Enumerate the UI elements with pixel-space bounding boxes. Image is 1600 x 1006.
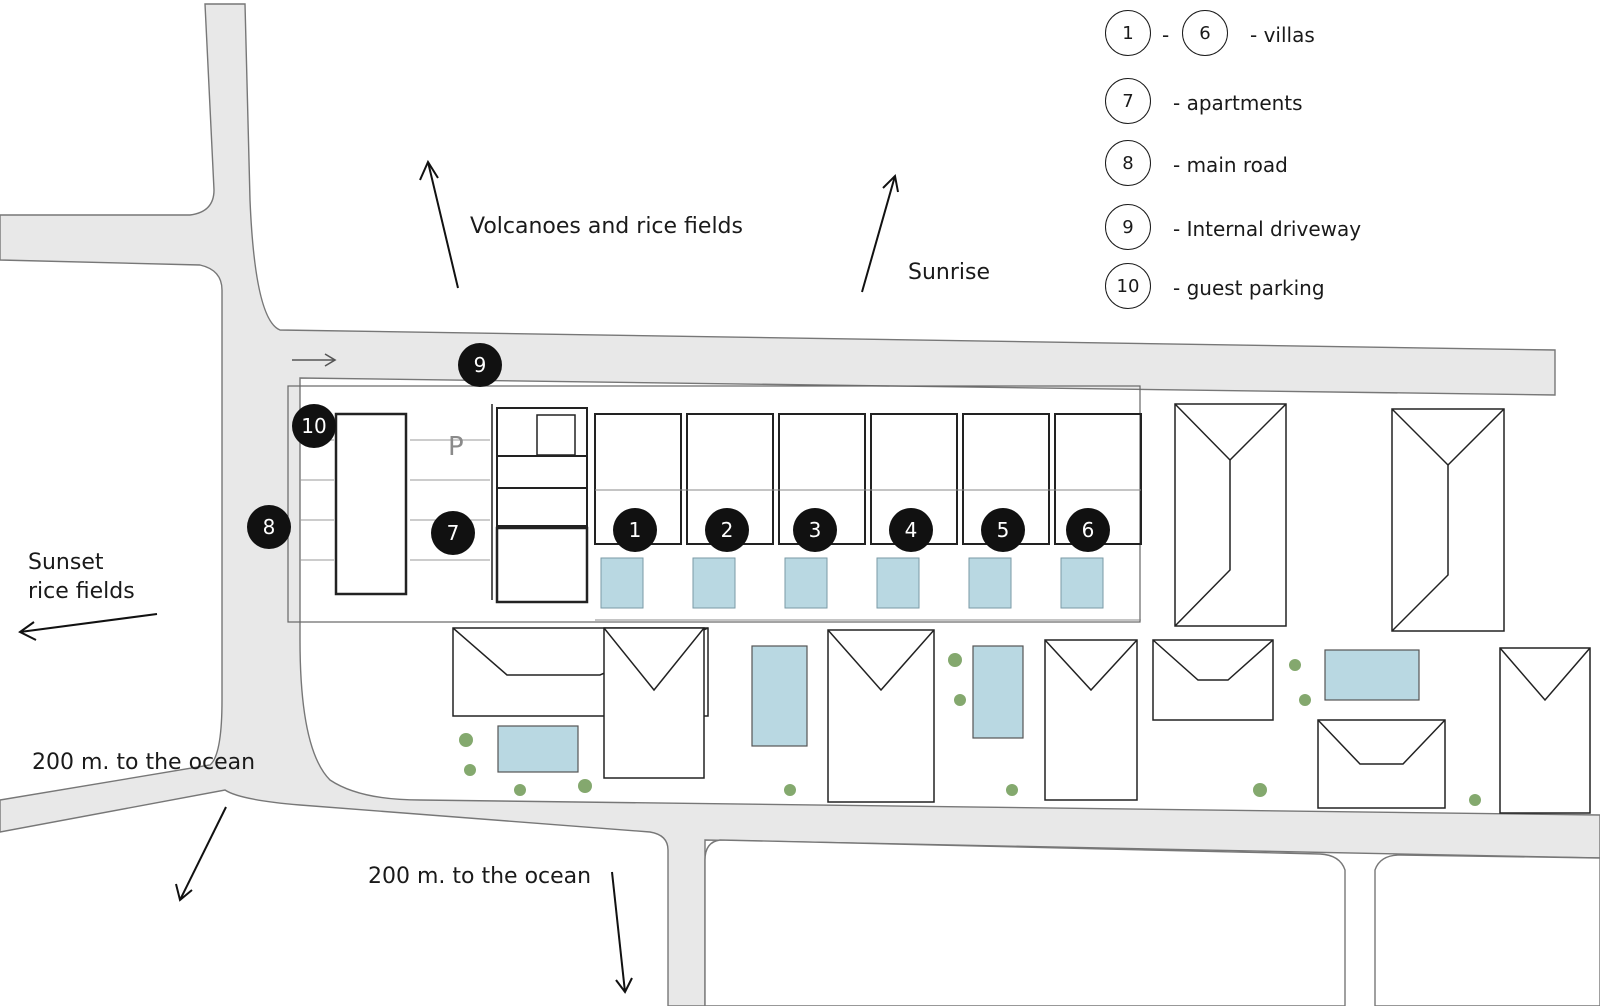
- arrow-north-volcanoes: [419, 159, 459, 289]
- apartments-block: [300, 404, 589, 604]
- legend-villas: 1 - 6 - villas: [1105, 10, 1365, 60]
- marker-villa-6: 6: [1066, 508, 1110, 552]
- south-road-east: [1374, 854, 1600, 1006]
- legend-main-road: 8 - main road: [1105, 140, 1365, 190]
- legend-guest-parking: 10 - guest parking: [1105, 263, 1405, 313]
- legend-apartments: 7 - apartments: [1105, 78, 1365, 128]
- legend-apartments-text: - apartments: [1173, 91, 1303, 115]
- marker-villa-3: 3: [793, 508, 837, 552]
- main-road-vertical: [0, 3, 1600, 1006]
- label-sunrise: Sunrise: [908, 260, 991, 285]
- legend-villas-from: 1: [1105, 10, 1151, 56]
- legend-main-road-num: 8: [1105, 140, 1151, 186]
- marker-villa-2: 2: [705, 508, 749, 552]
- arrow-driveway: [292, 353, 337, 367]
- marker-driveway: 9: [458, 343, 502, 387]
- villa-pools: [600, 557, 1104, 609]
- label-sunset: Sunset rice fields: [28, 550, 135, 604]
- legend-villas-dash: -: [1162, 23, 1170, 47]
- marker-villa-1: 1: [613, 508, 657, 552]
- legend-villas-to: 6: [1182, 10, 1228, 56]
- arrow-ocean-south: [611, 871, 633, 994]
- label-ocean-south: 200 m. to the ocean: [368, 864, 592, 889]
- neighbor-pools: [497, 645, 1420, 773]
- arrow-sunset: [18, 613, 158, 641]
- direction-arrows: [18, 159, 899, 994]
- arrow-sunrise: [861, 173, 899, 293]
- villa-unit: [594, 413, 1142, 545]
- legend-apartments-num: 7: [1105, 78, 1151, 124]
- greenery: [459, 653, 1481, 806]
- legend-villas-text: - villas: [1250, 23, 1315, 47]
- villas-row: [594, 413, 1142, 621]
- parking-letter: P: [448, 432, 464, 462]
- marker-apartments: 7: [431, 511, 475, 555]
- legend-guest-parking-num: 10: [1105, 263, 1151, 309]
- legend-driveway-num: 9: [1105, 204, 1151, 250]
- legend-main-road-text: - main road: [1173, 153, 1288, 177]
- legend-driveway: 9 - Internal driveway: [1105, 204, 1405, 254]
- south-road-mid: [704, 839, 1346, 1006]
- marker-main-road: 8: [247, 505, 291, 549]
- legend-guest-parking-text: - guest parking: [1173, 276, 1325, 300]
- neighbor-buildings: [452, 403, 1591, 814]
- marker-villa-5: 5: [981, 508, 1025, 552]
- label-volcanoes: Volcanoes and rice fields: [470, 214, 743, 239]
- arrow-ocean-west: [175, 806, 227, 902]
- legend-driveway-text: - Internal driveway: [1173, 217, 1362, 241]
- road-network: [0, 3, 1600, 1006]
- marker-guest-parking: 10: [292, 404, 336, 448]
- marker-villa-4: 4: [889, 508, 933, 552]
- label-ocean-west: 200 m. to the ocean: [32, 750, 256, 775]
